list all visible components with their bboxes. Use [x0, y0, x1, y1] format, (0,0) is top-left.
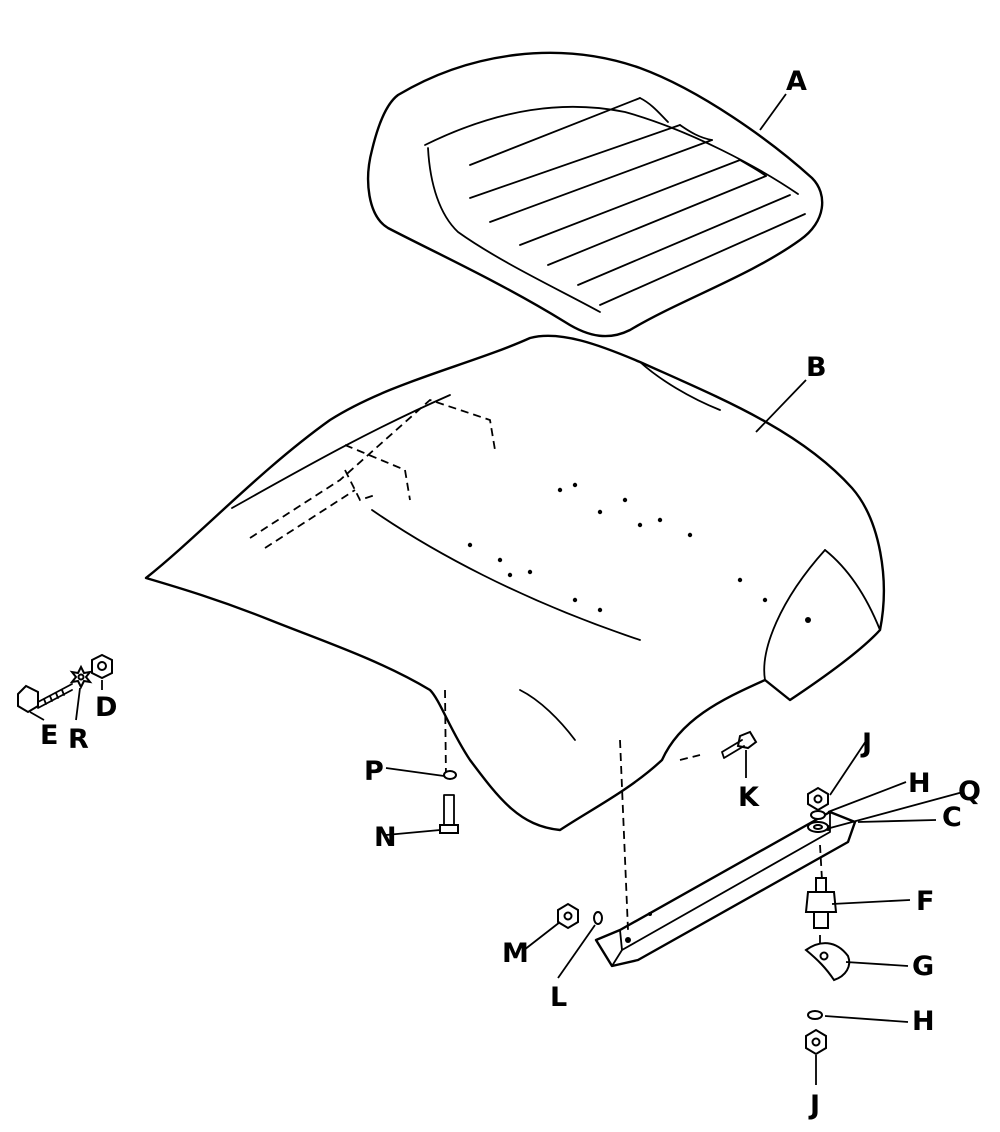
callout-b: B [806, 352, 827, 383]
mounting-holes [467, 482, 811, 623]
clamp-g [804, 942, 851, 982]
callout-c: C [942, 802, 962, 833]
washer-p [443, 770, 457, 780]
washer-l [593, 911, 603, 925]
nut-j-bottom [805, 1028, 827, 1056]
callout-p: P [364, 756, 384, 787]
callout-e: E [40, 720, 58, 751]
assembly-line-k [679, 754, 701, 761]
assembly-line-n [444, 689, 447, 781]
lock-washer-r [69, 664, 93, 690]
callout-j-bottom: J [808, 1090, 820, 1121]
callout-k: K [738, 782, 760, 813]
nut-m [557, 902, 579, 930]
washer-q [807, 821, 829, 833]
callout-h-top: H [908, 768, 931, 799]
leader-lines [29, 93, 964, 1085]
callout-n: N [374, 822, 397, 853]
callout-r: R [68, 724, 89, 755]
callout-a: A [786, 66, 807, 97]
seat-cushion [366, 51, 824, 338]
callout-g: G [912, 951, 934, 982]
callout-d: D [95, 692, 117, 723]
nut-d [91, 653, 113, 680]
callout-h-bottom: H [912, 1006, 935, 1037]
support-bracket [594, 810, 857, 968]
callout-f: F [916, 886, 934, 917]
assembly-line-f [819, 844, 823, 881]
bolt-e [17, 683, 73, 714]
callout-l: L [550, 982, 567, 1013]
seat-pan-fender [144, 334, 885, 832]
callout-q: Q [958, 776, 981, 807]
bolt-k [721, 730, 758, 759]
callout-j-top: J [860, 728, 872, 759]
callout-m: M [502, 938, 529, 969]
washer-h-bottom [807, 1010, 823, 1020]
rubber-mount-f [804, 877, 838, 929]
bolt-n [439, 794, 459, 834]
washer-h-top [810, 810, 826, 820]
nut-j-top [807, 786, 829, 812]
assembly-line-bracket [619, 739, 629, 931]
